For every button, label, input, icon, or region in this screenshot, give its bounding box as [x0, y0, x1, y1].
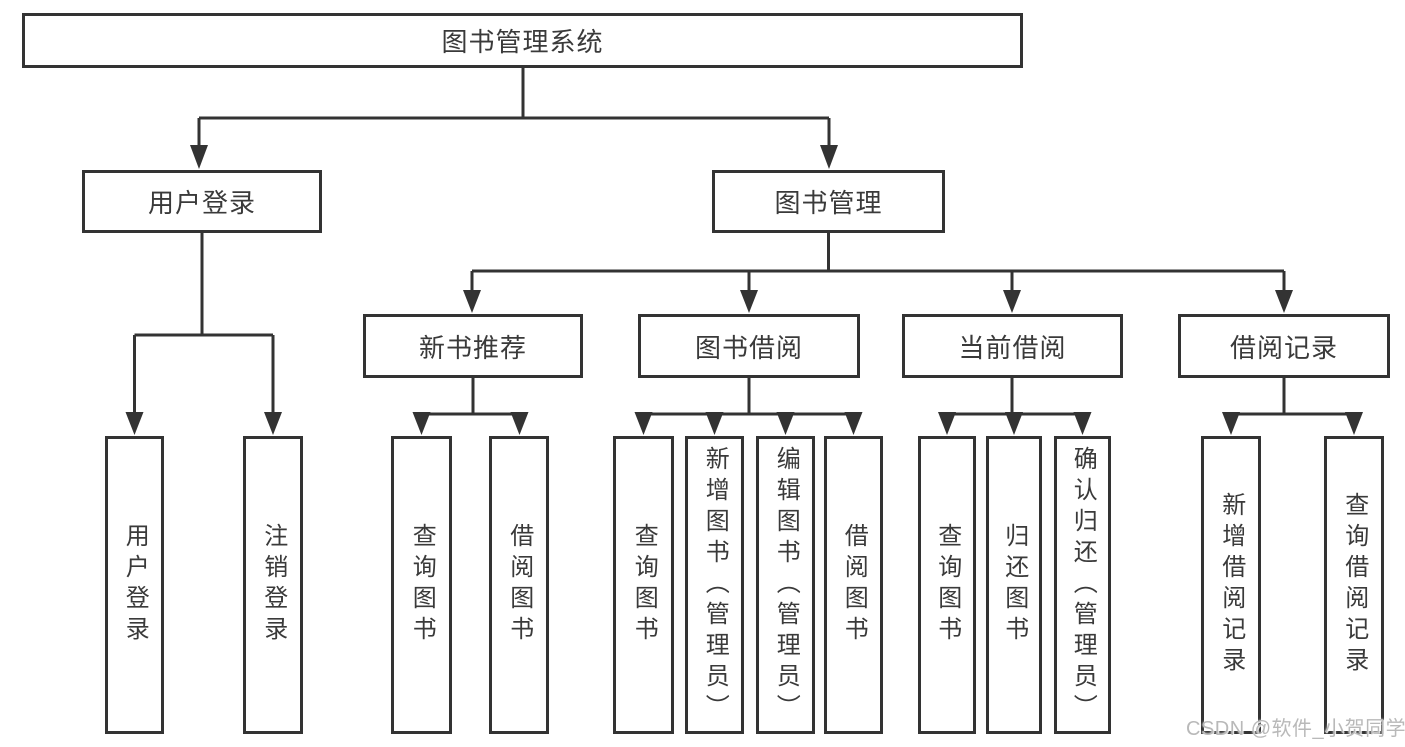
leaf-borrow-book: 借阅图书: [824, 436, 883, 734]
node-label: 图书管理系统: [441, 27, 604, 57]
leaf-query-book-current: 查询图书: [918, 436, 976, 734]
leaf-edit-book-admin: 编辑图书（管理员）: [756, 436, 815, 734]
leaf-add-borrow-record: 新增借阅记录: [1201, 436, 1261, 734]
node-current-borrow: 当前借阅: [902, 314, 1123, 378]
node-label: 图书借阅: [694, 332, 803, 363]
leaf-borrow-book-recommend: 借阅图书: [489, 436, 549, 734]
node-label: 新书推荐: [418, 332, 527, 363]
node-library-system: 图书管理系统: [22, 13, 1023, 68]
node-book-borrow: 图书借阅: [638, 314, 860, 378]
node-label: 用户登录: [147, 188, 256, 218]
csdn-watermark: CSDN @软件_小贺同学: [1186, 718, 1405, 740]
node-label: 借阅图书: [840, 523, 868, 647]
node-label: 确认归还（管理员）: [1069, 445, 1097, 725]
leaf-logout: 注销登录: [243, 436, 303, 734]
node-label: 查询图书: [408, 523, 436, 647]
node-label: 查询图书: [933, 523, 961, 647]
node-label: 新增图书（管理员）: [701, 445, 729, 725]
node-label: 编辑图书（管理员）: [772, 445, 800, 725]
leaf-query-book-recommend: 查询图书: [391, 436, 452, 734]
node-label: 归还图书: [1000, 523, 1028, 647]
leaf-query-book-borrow: 查询图书: [613, 436, 674, 734]
leaf-add-book-admin: 新增图书（管理员）: [685, 436, 744, 734]
node-label: 借阅记录: [1229, 332, 1338, 363]
node-label: 图书管理: [774, 188, 883, 218]
node-label: 用户登录: [121, 523, 149, 647]
node-label: 注销登录: [259, 523, 287, 647]
leaf-query-borrow-record: 查询借阅记录: [1324, 436, 1384, 734]
node-borrow-records: 借阅记录: [1178, 314, 1390, 378]
leaf-return-book: 归还图书: [986, 436, 1042, 734]
node-label: 查询图书: [630, 523, 658, 647]
node-label: 借阅图书: [505, 523, 533, 647]
node-label: 新增借阅记录: [1217, 492, 1245, 678]
node-new-book-recommend: 新书推荐: [363, 314, 583, 378]
node-label: 当前借阅: [958, 332, 1067, 363]
node-book-management: 图书管理: [712, 170, 945, 233]
leaf-user-login: 用户登录: [105, 436, 164, 734]
node-label: 查询借阅记录: [1340, 492, 1368, 678]
node-user-login-group: 用户登录: [82, 170, 322, 233]
leaf-confirm-return-admin: 确认归还（管理员）: [1054, 436, 1111, 734]
